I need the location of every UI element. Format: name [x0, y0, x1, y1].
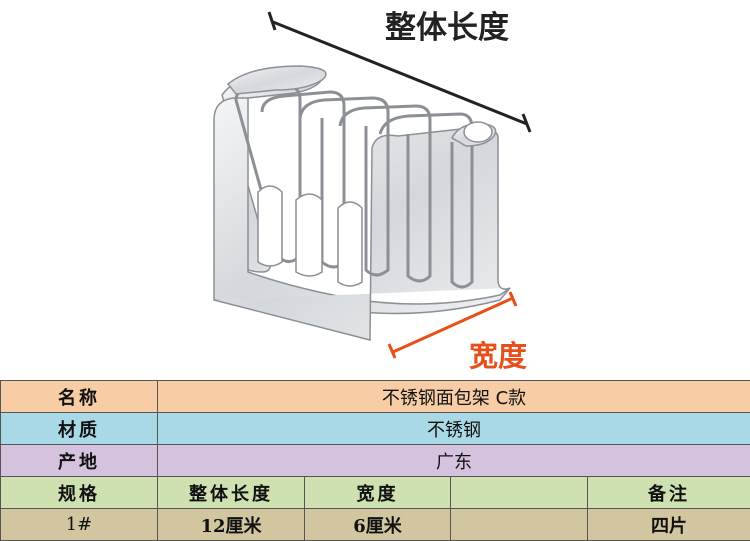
- note-value: 四片: [588, 509, 750, 541]
- spec-value: 1#: [1, 509, 158, 541]
- width-header: 宽度: [305, 477, 451, 509]
- spec-table: 名称 不锈钢面包架 C款 材质 不锈钢 产地 广东 规格 整体长度 宽度 备注 …: [0, 380, 750, 541]
- material-label: 材质: [1, 413, 158, 445]
- name-value: 不锈钢面包架 C款: [158, 381, 750, 413]
- width-value: 6厘米: [305, 509, 451, 541]
- note-header: 备注: [588, 477, 750, 509]
- blank-value: [451, 509, 588, 541]
- name-label: 名称: [1, 381, 158, 413]
- table-row-material: 材质 不锈钢: [1, 413, 750, 445]
- material-value: 不锈钢: [158, 413, 750, 445]
- spec-label: 规格: [1, 477, 158, 509]
- toast-rack-image: [214, 66, 510, 340]
- length-label: 整体长度: [385, 10, 509, 46]
- origin-label: 产地: [1, 445, 158, 477]
- length-header: 整体长度: [158, 477, 305, 509]
- table-row-spec-values: 1# 12厘米 6厘米 四片: [1, 509, 750, 541]
- table-row-spec-header: 规格 整体长度 宽度 备注: [1, 477, 750, 509]
- width-label: 宽度: [469, 339, 527, 373]
- product-figure: 整体长度 宽度: [0, 0, 750, 381]
- table-row-origin: 产地 广东: [1, 445, 750, 477]
- table-row-name: 名称 不锈钢面包架 C款: [1, 381, 750, 413]
- blank-header: [451, 477, 588, 509]
- length-value: 12厘米: [158, 509, 305, 541]
- origin-value: 广东: [158, 445, 750, 477]
